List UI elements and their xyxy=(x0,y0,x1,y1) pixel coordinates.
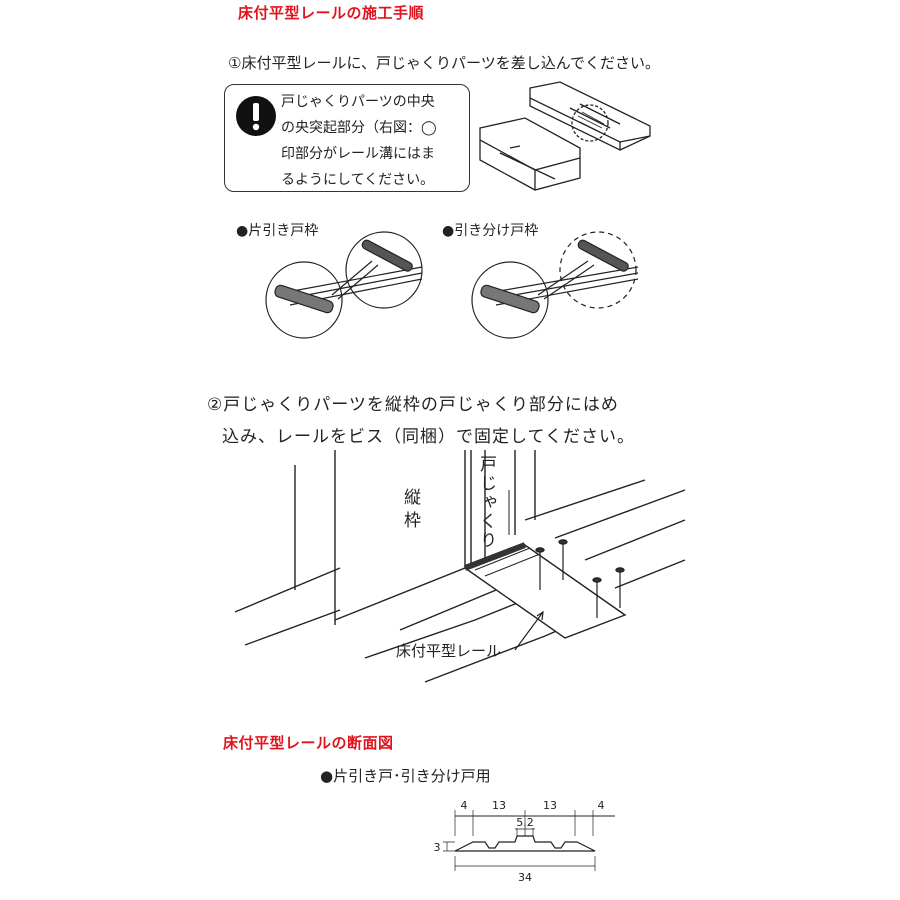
frame-install-diagram xyxy=(234,450,686,683)
caution-box: 戸じゃくりパーツの中央 の央突起部分（右図：◯ 印部分がレール溝にはま るように… xyxy=(224,84,470,192)
label-rail: 床付平型レール xyxy=(396,642,502,660)
dim-13a: 13 xyxy=(492,799,506,812)
caution-line-4: るようにしてください。 xyxy=(281,172,435,188)
dim-right: 4 xyxy=(598,799,605,812)
katabiki-diagram xyxy=(265,231,423,339)
section-title: 床付平型レールの断面図 xyxy=(223,734,394,752)
label-tatewaku: 縦枠 xyxy=(400,488,420,534)
label-tojakuri: 戸じゃくり xyxy=(476,455,496,550)
caution-text: 戸じゃくりパーツの中央 の央突起部分（右図：◯ 印部分がレール溝にはま るように… xyxy=(281,89,465,193)
section-subtitle: ●片引き戸･引き分け戸用 xyxy=(320,767,491,785)
label-katabiki: ●片引き戸枠 xyxy=(236,223,319,239)
caution-line-1: 戸じゃくりパーツの中央 xyxy=(281,94,435,110)
dim-height: 3 xyxy=(434,841,441,854)
step2-line1: ②戸じゃくりパーツを縦枠の戸じゃくり部分にはめ xyxy=(207,395,619,415)
exclamation-icon xyxy=(236,96,276,136)
caution-line-2: の央突起部分（右図：◯ xyxy=(281,120,437,136)
dim-left: 4 xyxy=(461,799,468,812)
hikiwake-diagram xyxy=(471,231,639,339)
dim-center: 5.2 xyxy=(516,816,534,829)
label-hikiwake: ●引き分け戸枠 xyxy=(442,223,539,239)
caution-line-3: 印部分がレール溝にはま xyxy=(281,146,435,162)
step2-line2: 込み、レールをビス（同梱）で固定してください。 xyxy=(222,427,635,447)
dim-total: 34 xyxy=(518,871,532,884)
rail-insert-diagram xyxy=(479,81,651,191)
procedure-title: 床付平型レールの施工手順 xyxy=(238,4,425,22)
cross-section-diagram: 4 13 13 4 5.2 3 34 xyxy=(434,799,615,884)
dim-13b: 13 xyxy=(543,799,557,812)
step1-text: ①床付平型レールに、戸じゃくりパーツを差し込んでください。 xyxy=(228,54,660,72)
